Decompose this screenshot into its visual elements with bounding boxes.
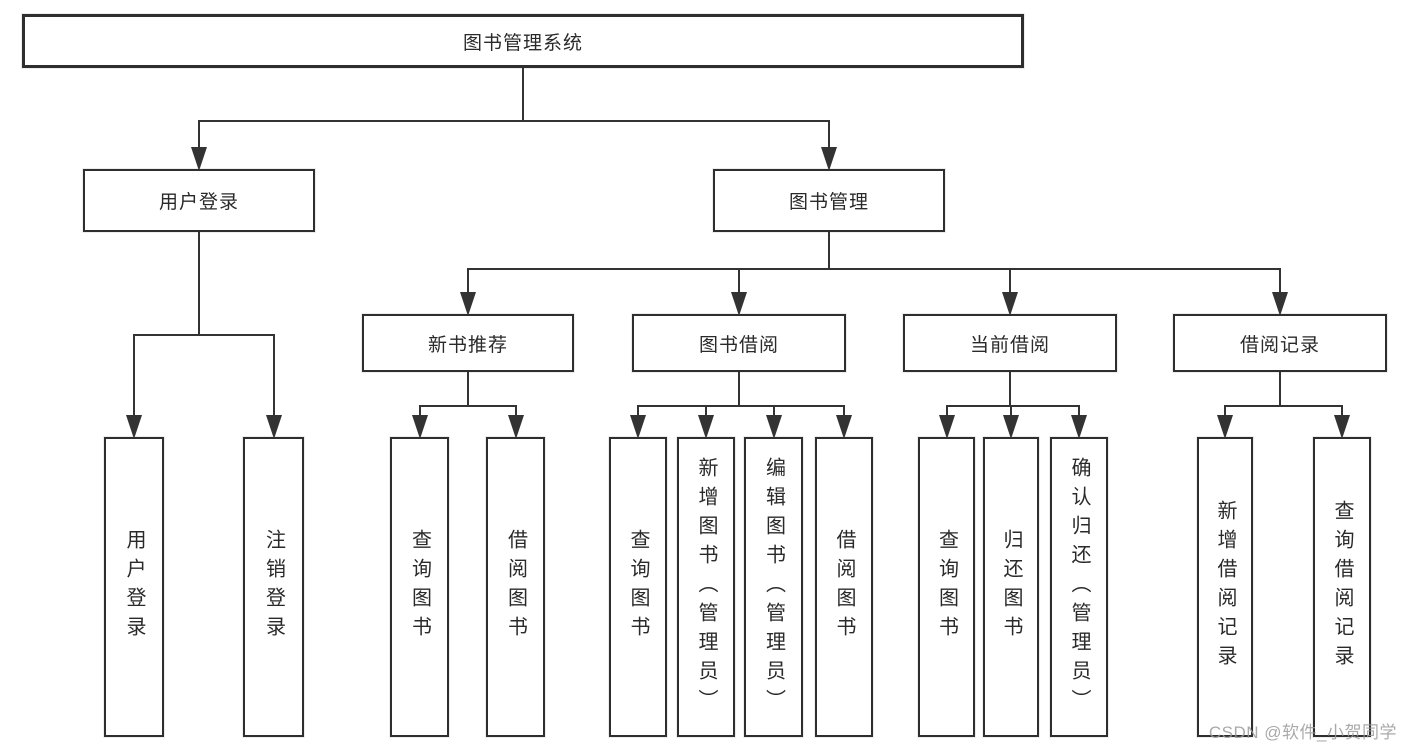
node-login: 用户登录: [83, 169, 315, 232]
connector-branch-cur-return: [1010, 406, 1012, 417]
node-records: 借阅记录: [1173, 314, 1387, 372]
arrow-down-icon-login-login: [126, 415, 142, 439]
node-bw-edit: 编辑图书（管理员）: [744, 437, 803, 737]
node-label-records: 借阅记录: [1239, 334, 1320, 356]
node-label-borrow: 图书借阅: [698, 334, 779, 356]
node-label-bw-query: 查询图书: [627, 529, 649, 645]
arrow-down-icon-cur-confirm: [1071, 415, 1087, 439]
arrow-down-icon-cur-query: [938, 415, 955, 439]
connector-stem-records: [1279, 372, 1281, 406]
connector-branch-login: [198, 121, 200, 149]
node-cur-query: 查询图书: [918, 437, 975, 737]
node-rec-add: 新增借阅记录: [1197, 437, 1253, 737]
node-label-cur-confirm: 确认归还（管理员）: [1068, 456, 1090, 718]
connector-branch-login-logout: [272, 335, 275, 417]
node-mgmt: 图书管理: [713, 169, 945, 232]
connector-branch-login-login: [133, 335, 135, 417]
node-nb-borrow: 借阅图书: [486, 437, 545, 737]
arrow-down-icon-rec-add: [1217, 415, 1233, 439]
node-root: 图书管理系统: [22, 14, 1024, 68]
node-label-login-logout: 注销登录: [262, 529, 285, 645]
connector-branch-records: [1279, 269, 1281, 294]
node-label-newbooks: 新书推荐: [427, 334, 508, 356]
node-bw-add: 新增图书（管理员）: [677, 437, 735, 737]
node-nb-query: 查询图书: [390, 437, 449, 737]
node-newbooks: 新书推荐: [362, 314, 574, 372]
node-label-nb-borrow: 借阅图书: [504, 529, 527, 645]
node-bw-borrow: 借阅图书: [815, 437, 873, 737]
connector-stem-login: [198, 232, 200, 335]
node-label-bw-edit: 编辑图书（管理员）: [762, 456, 785, 718]
node-label-cur-return: 归还图书: [1000, 529, 1022, 645]
node-cur-return: 归还图书: [983, 437, 1039, 737]
node-label-rec-query: 查询借阅记录: [1331, 500, 1353, 674]
node-cur-confirm: 确认归还（管理员）: [1050, 437, 1108, 737]
connector-rail-newbooks: [418, 405, 517, 407]
node-borrow: 图书借阅: [632, 314, 846, 372]
connector-stem-current: [1009, 372, 1011, 406]
arrow-down-icon-records: [1272, 292, 1288, 316]
connector-rail-login: [133, 334, 275, 336]
arrow-down-icon-current: [1002, 292, 1018, 316]
connector-branch-nb-borrow: [514, 406, 517, 417]
node-login-login: 用户登录: [104, 437, 164, 737]
node-label-login-login: 用户登录: [123, 529, 145, 645]
connector-branch-newbooks: [467, 269, 469, 294]
arrow-down-icon-bw-query: [630, 415, 646, 439]
node-label-rec-add: 新增借阅记录: [1214, 500, 1236, 674]
arrow-down-icon-cur-return: [1003, 415, 1019, 439]
connector-branch-mgmt: [828, 121, 830, 149]
connector-rail-root: [198, 120, 830, 122]
node-current: 当前借阅: [903, 314, 1117, 372]
arrow-down-icon-nb-borrow: [507, 415, 524, 439]
connector-branch-borrow: [738, 269, 740, 294]
connector-branch-bw-borrow: [843, 406, 845, 417]
node-label-cur-query: 查询图书: [935, 529, 958, 645]
connector-rail-records: [1224, 405, 1343, 407]
connector-branch-rec-add: [1224, 406, 1226, 417]
connector-branch-bw-query: [637, 406, 639, 417]
csdn-watermark: CSDN @软件_小贺同学: [1208, 723, 1397, 742]
connector-branch-bw-edit: [772, 406, 775, 417]
connector-branch-cur-query: [945, 406, 948, 417]
connector-stem-borrow: [738, 372, 740, 406]
arrow-down-icon-bw-add: [698, 415, 714, 439]
node-label-login: 用户登录: [158, 192, 239, 213]
node-label-nb-query: 查询图书: [408, 529, 431, 645]
arrow-down-icon-mgmt: [821, 147, 837, 171]
connector-rail-current: [945, 405, 1080, 407]
arrow-down-icon-bw-edit: [765, 415, 782, 439]
node-label-bw-borrow: 借阅图书: [833, 529, 855, 645]
connector-stem-mgmt: [828, 232, 830, 269]
connector-rail-mgmt: [467, 268, 1281, 270]
arrow-down-icon-rec-query: [1334, 415, 1350, 439]
node-label-bw-add: 新增图书（管理员）: [695, 456, 717, 718]
node-rec-query: 查询借阅记录: [1313, 437, 1371, 737]
connector-branch-rec-query: [1341, 406, 1343, 417]
arrow-down-icon-borrow: [731, 292, 747, 316]
connector-branch-nb-query: [418, 406, 421, 417]
arrow-down-icon-login: [191, 147, 207, 171]
connector-stem-root: [522, 68, 524, 121]
node-login-logout: 注销登录: [243, 437, 304, 737]
connector-stem-newbooks: [467, 372, 469, 406]
connector-rail-borrow: [637, 405, 845, 407]
arrow-down-icon-newbooks: [460, 292, 476, 316]
connector-branch-cur-confirm: [1078, 406, 1080, 417]
connector-branch-bw-add: [705, 406, 707, 417]
node-label-current: 当前借阅: [969, 334, 1050, 356]
node-label-mgmt: 图书管理: [788, 192, 869, 213]
arrow-down-icon-nb-query: [411, 415, 428, 439]
node-label-root: 图书管理系统: [462, 32, 583, 54]
connector-branch-current: [1009, 269, 1011, 294]
node-bw-query: 查询图书: [609, 437, 667, 737]
arrow-down-icon-login-logout: [265, 415, 282, 439]
arrow-down-icon-bw-borrow: [836, 415, 852, 439]
